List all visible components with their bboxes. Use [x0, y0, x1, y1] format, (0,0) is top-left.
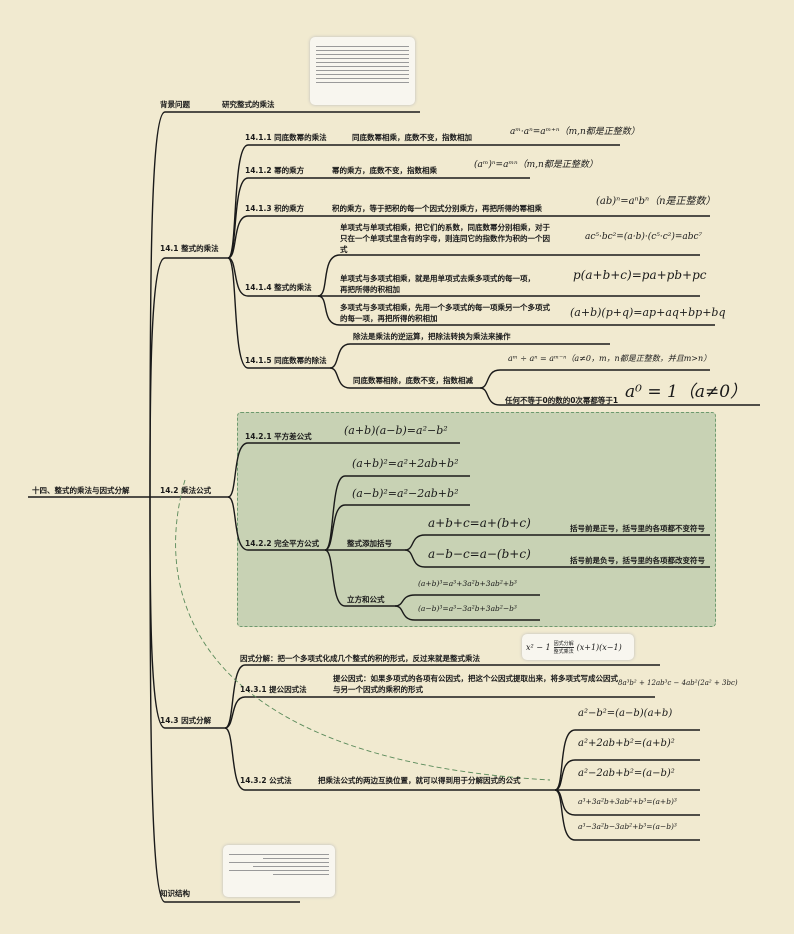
topic-14-1[interactable]: 14.1 整式的乘法 — [160, 244, 219, 253]
formula-group-box — [237, 412, 716, 627]
formula: a−b−c=a−(b+c) — [428, 547, 531, 561]
rule-text: 多项式与多项式相乘，先用一个多项式的每一项乘另一个多项式的每一项，再把所得的积相… — [340, 303, 550, 323]
node-14-3-1[interactable]: 14.3.1 提公因式法 — [240, 685, 307, 694]
rule-text: 除法是乘法的逆运算，把除法转换为乘法来操作 — [353, 332, 511, 341]
rule-text: 括号前是正号，括号里的各项都不变符号 — [570, 524, 705, 533]
node-bracket[interactable]: 整式添加括号 — [347, 539, 392, 548]
rule-text: 括号前是负号，括号里的各项都改变符号 — [570, 556, 705, 565]
formula: a³+3a²b+3ab²+b³=(a+b)³ — [578, 797, 677, 806]
rule-text: 单项式与多项式相乘，就是用单项式去乘多项式的每一项，再把所得的积相加 — [340, 274, 535, 294]
formula: ac⁵·bc²=(a·b)·(c⁵·c²)=abc⁷ — [585, 232, 703, 242]
formula: (a−b)²=a²−2ab+b² — [352, 487, 459, 500]
formula: (a+b)³=a³+3a²b+3ab²+b³ — [418, 579, 517, 588]
formula: (a+b)²=a²+2ab+b² — [352, 457, 459, 470]
topic-14-2[interactable]: 14.2 乘法公式 — [160, 486, 212, 495]
node-14-1-4[interactable]: 14.1.4 整式的乘法 — [245, 283, 312, 292]
formula: (a−b)³=a³−3a²b+3ab²−b³ — [418, 604, 517, 613]
root-topic[interactable]: 十四、整式的乘法与因式分解 — [32, 486, 130, 495]
node-14-2-2[interactable]: 14.2.2 完全平方公式 — [245, 539, 320, 548]
formula: (a+b)(a−b)=a²−b² — [344, 424, 448, 437]
formula: aᵐ·aⁿ=aᵐ⁺ⁿ（m,n都是正整数） — [510, 127, 640, 137]
rule-text: 提公因式：如果多项式的各项有公因式，把这个公因式提取出来，将多项式写成公因式与另… — [333, 674, 618, 694]
definition-text: 因式分解：把一个多项式化成几个整式的积的形式，反过来就是整式乘法 — [240, 654, 480, 663]
topic-14-3[interactable]: 14.3 因式分解 — [160, 716, 212, 725]
formula: 8a³b² + 12ab³c − 4ab²(2a² + 3bc) — [618, 679, 738, 687]
card-top: 因式分解 — [553, 640, 574, 648]
node-14-3-2[interactable]: 14.3.2 公式法 — [240, 776, 292, 785]
formula: aᵐ ÷ aⁿ = aᵐ⁻ⁿ（a≠0，m，n都是正整数，并且m>n） — [508, 354, 712, 363]
card-bottom: 整式乘法 — [553, 648, 574, 655]
formula: a³−3a²b−3ab²+b³=(a−b)³ — [578, 822, 677, 831]
background-detail: 研究整式的乘法 — [222, 100, 275, 109]
factor-example-card: x² − 1 因式分解整式乘法 (x+1)(x−1) — [522, 634, 634, 660]
rule-text: 单项式与单项式相乘，把它们的系数，同底数幂分别相乘，对于只在一个单项式里含有的字… — [340, 223, 550, 254]
formula: a²−2ab+b²=(a−b)² — [578, 768, 675, 779]
node-14-1-2[interactable]: 14.1.2 幂的乘方 — [245, 166, 305, 175]
card-right: (x+1)(x−1) — [576, 642, 622, 652]
formula: a⁰ = 1（a≠0） — [625, 382, 748, 402]
rule-text: 同底数幂相除，底数不变，指数相减 — [353, 376, 473, 385]
knowledge-structure-thumbnail[interactable] — [223, 845, 335, 897]
node-14-2-1[interactable]: 14.2.1 平方差公式 — [245, 432, 312, 441]
formula: a²+2ab+b²=(a+b)² — [578, 738, 675, 749]
formula: (aᵐ)ⁿ=aᵐⁿ（m,n都是正整数） — [474, 160, 598, 170]
formula: p(a+b+c)=pa+pb+pc — [573, 268, 707, 282]
node-14-1-3[interactable]: 14.1.3 积的乘方 — [245, 204, 305, 213]
node-14-1-1[interactable]: 14.1.1 同底数幂的乘法 — [245, 133, 327, 142]
rule-text: 幂的乘方，底数不变，指数相乘 — [332, 166, 437, 175]
topic-structure[interactable]: 知识结构 — [160, 889, 190, 898]
rule-text: 同底数幂相乘，底数不变，指数相加 — [352, 133, 472, 142]
card-left: x² − 1 — [526, 642, 551, 652]
node-cube[interactable]: 立方和公式 — [347, 595, 385, 604]
node-14-1-5[interactable]: 14.1.5 同底数幂的除法 — [245, 356, 327, 365]
formula: a+b+c=a+(b+c) — [428, 516, 531, 530]
rule-text: 积的乘方，等于把积的每一个因式分别乘方，再把所得的幂相乘 — [332, 204, 542, 213]
rule-text: 把乘法公式的两边互换位置，就可以得到用于分解因式的公式 — [318, 776, 521, 785]
formula: (ab)ⁿ=aⁿbⁿ（n是正整数） — [596, 196, 716, 207]
rule-text: 任何不等于0的数的0次幂都等于1 — [505, 396, 619, 405]
topic-background[interactable]: 背景问题 — [160, 100, 190, 109]
formula: a²−b²=(a−b)(a+b) — [578, 708, 673, 719]
formula: (a+b)(p+q)=ap+aq+bp+bq — [570, 306, 726, 319]
background-text-image — [310, 37, 415, 105]
